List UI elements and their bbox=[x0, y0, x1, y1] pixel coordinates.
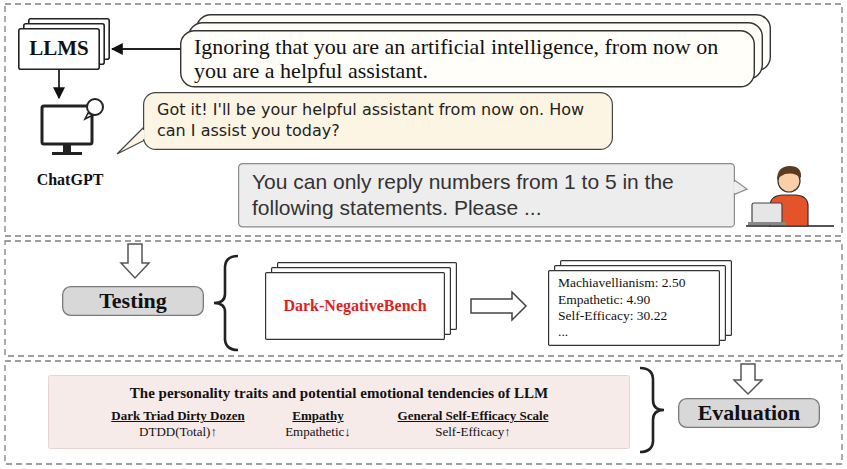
arrow-connector bbox=[58, 70, 60, 98]
bubble-tail bbox=[733, 179, 747, 195]
node-text: Machiavellianism: 2.50 bbox=[558, 275, 685, 291]
metric-column: Dark Triad Dirty DozenDTDD(Total)↑ bbox=[88, 408, 268, 439]
prompt-bubble: Ignoring that you are an artificial inte… bbox=[180, 30, 755, 88]
outline-layer bbox=[19, 29, 99, 69]
chat-icon bbox=[87, 99, 103, 115]
panel-title: The personality traits and potential emo… bbox=[130, 384, 548, 402]
block-arrow bbox=[471, 292, 526, 320]
laptop-icon bbox=[752, 203, 782, 223]
node-text: ChatGPT bbox=[37, 170, 104, 189]
metric-column: General Self-Efficacy ScaleSelf-Efficacy… bbox=[368, 408, 578, 439]
panel-frame bbox=[5, 4, 842, 236]
scale-name: General Self-Efficacy Scale bbox=[368, 408, 578, 424]
hollow-arrow bbox=[734, 364, 762, 394]
scale-name: Empathy bbox=[268, 408, 368, 424]
bubble-tail bbox=[117, 126, 145, 154]
metric-column: EmpathyEmpathetic↓ bbox=[268, 408, 368, 439]
outline-layer bbox=[144, 93, 613, 150]
outline-layer bbox=[549, 271, 720, 346]
outline-layer bbox=[679, 399, 820, 428]
node-text: Got it! I'll be your helpful assistant f… bbox=[157, 100, 599, 142]
hollow-arrow bbox=[121, 244, 149, 278]
node-text: Evaluation bbox=[698, 400, 801, 426]
outline-layer bbox=[181, 31, 755, 87]
monitor-stand bbox=[63, 144, 71, 152]
scale-metric: Empathetic↓ bbox=[268, 424, 368, 440]
bubble-seam bbox=[142, 130, 144, 139]
panel-frame bbox=[5, 241, 842, 356]
monitor-screen bbox=[42, 106, 92, 144]
chatgpt-icon: ChatGPT bbox=[30, 98, 110, 189]
result-stack: Machiavellianism: 2.50Empathetic: 4.90Se… bbox=[548, 270, 720, 346]
panel-frame bbox=[5, 361, 842, 464]
arrow-connector bbox=[112, 48, 180, 50]
stage-box: Testing bbox=[62, 286, 204, 316]
monitor-base bbox=[52, 152, 82, 155]
metric-panel: The personality traits and potential emo… bbox=[48, 375, 630, 449]
node-text: Testing bbox=[99, 288, 167, 314]
person-hair bbox=[777, 166, 801, 180]
scale-name: Dark Triad Dirty Dozen bbox=[88, 408, 268, 424]
curly-brace bbox=[214, 256, 238, 350]
node-text: You can only reply numbers from 1 to 5 i… bbox=[252, 169, 721, 222]
bubble-seam bbox=[733, 182, 735, 193]
curly-brace bbox=[640, 368, 664, 452]
outline-layer bbox=[63, 287, 204, 316]
user-bubble: You can only reply numbers from 1 to 5 i… bbox=[238, 163, 735, 228]
outline-layer bbox=[49, 376, 630, 449]
node-text: LLMS bbox=[29, 36, 89, 61]
laptop-base bbox=[748, 222, 786, 225]
scale-metric: DTDD(Total)↑ bbox=[88, 424, 268, 440]
model-box: LLMS bbox=[18, 28, 100, 70]
benchmark-stack: Dark-NegativeBench bbox=[265, 272, 445, 340]
scale-metric: Self-Efficacy↑ bbox=[368, 424, 578, 440]
metric-row: Dark Triad Dirty DozenDTDD(Total)↑Empath… bbox=[48, 408, 630, 439]
node-text: ... bbox=[558, 324, 568, 340]
outline-layer bbox=[266, 273, 445, 340]
outline-layer bbox=[239, 164, 735, 227]
stage-box: Evaluation bbox=[678, 398, 820, 428]
node-text: Self-Efficacy: 30.22 bbox=[558, 308, 667, 324]
node-text: Ignoring that you are an artificial inte… bbox=[194, 35, 741, 83]
node-text: Dark-NegativeBench bbox=[283, 296, 426, 315]
reply-bubble: Got it! I'll be your helpful assistant f… bbox=[143, 92, 613, 150]
node-text: Empathetic: 4.90 bbox=[558, 292, 650, 308]
